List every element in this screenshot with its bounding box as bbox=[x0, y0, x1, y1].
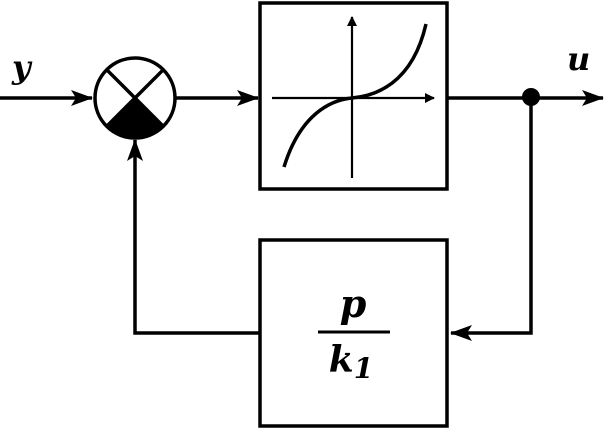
feedback-denominator-sub: 1 bbox=[354, 352, 373, 385]
feedback-denominator-var: k bbox=[329, 339, 354, 381]
output-label: u bbox=[567, 40, 590, 78]
feedback-path-to-sum bbox=[127, 139, 260, 335]
nonlinear-characteristic-curve bbox=[282, 23, 428, 168]
nonlinear-block-frame bbox=[258, 1, 449, 191]
summing-junction-cross-2 bbox=[105, 68, 165, 128]
summing-junction-negative-sector bbox=[106, 98, 164, 139]
nonlinear-block bbox=[258, 1, 449, 191]
feedback-denominator: k1 bbox=[329, 339, 373, 385]
feedback-path-to-block bbox=[450, 97, 533, 341]
input-label: y bbox=[11, 48, 33, 86]
summing-junction bbox=[93, 56, 177, 140]
feedback-numerator: p bbox=[340, 281, 367, 326]
feedback-block: p k1 bbox=[258, 238, 449, 428]
